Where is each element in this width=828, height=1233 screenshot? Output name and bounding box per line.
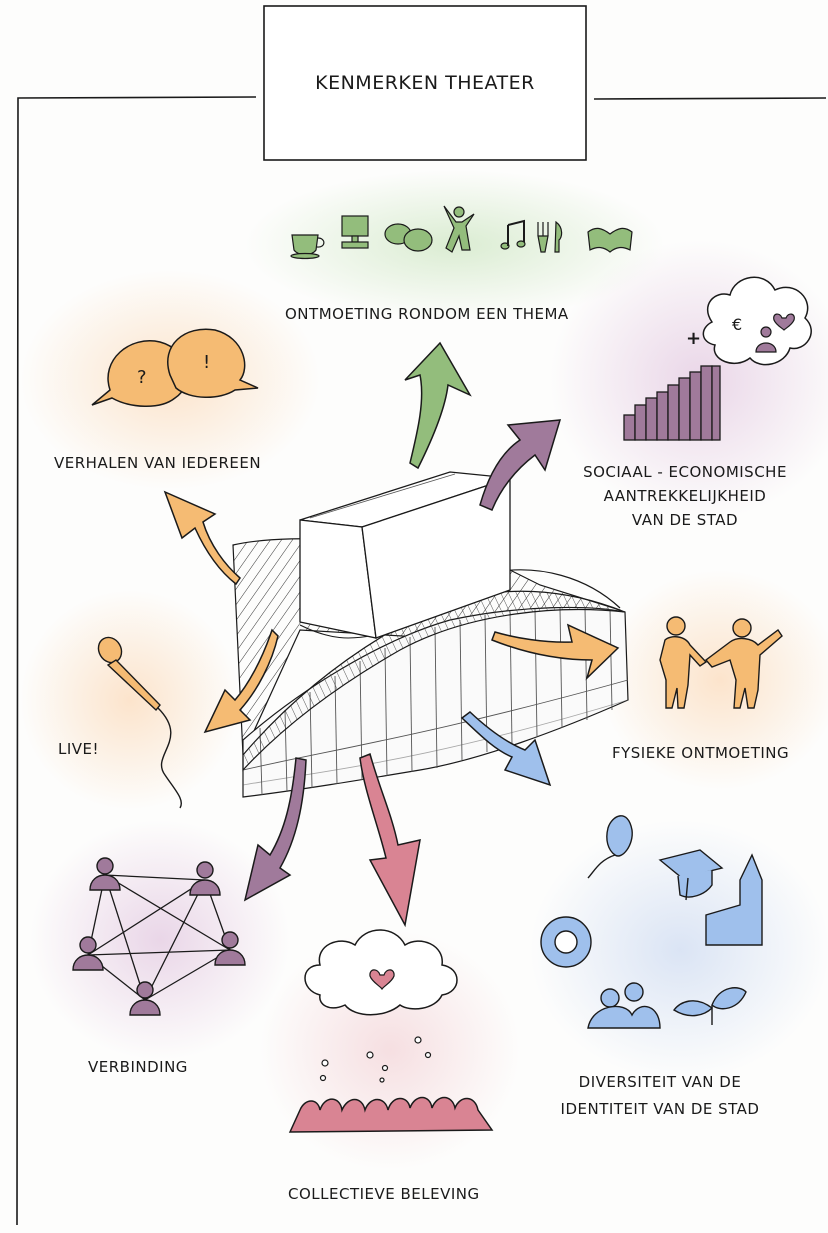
- label-line: IDENTITEIT VAN DE STAD: [560, 1100, 760, 1118]
- stories-bubbles: [91, 328, 259, 407]
- handshake-people-icon: [659, 616, 783, 709]
- label-line: DIVERSITEIT VAN DE: [578, 1073, 742, 1091]
- plus-glyph: +: [686, 328, 702, 349]
- arrow-orange-left: [163, 490, 241, 586]
- label-live: LIVE!: [58, 740, 100, 758]
- title-box: [263, 5, 587, 161]
- heart-icon: [369, 969, 395, 991]
- heart-icon: [773, 313, 795, 331]
- arrow-blue: [460, 711, 552, 787]
- network-person-icon: [214, 931, 246, 966]
- label-collective: COLLECTIEVE BELEVING: [288, 1185, 480, 1203]
- graduation-cap-icon: [658, 849, 724, 901]
- label-line: VAN DE STAD: [631, 511, 739, 529]
- label-connection: VERBINDING: [88, 1058, 188, 1076]
- person-icon: [755, 326, 777, 353]
- label-physical-meeting: FYSIEKE ONTMOETING: [612, 744, 790, 762]
- thought-dots: [319, 1036, 432, 1083]
- theme-icons-row: [290, 205, 633, 260]
- thought-cloud-collective: [304, 929, 458, 1016]
- arrow-purple-top: [479, 419, 562, 511]
- label-line: AANTREKKELIJKHEID: [603, 487, 767, 505]
- frame-line: [593, 97, 827, 100]
- label-diversity: DIVERSITEIT VAN DE IDENTITEIT VAN DE STA…: [530, 1073, 790, 1118]
- network-person-icon: [72, 936, 104, 971]
- arrow-purple-bottom: [243, 757, 307, 902]
- glow-orange-live: [20, 590, 240, 810]
- question-mark-glyph: ?: [137, 367, 148, 388]
- network-person-icon: [129, 981, 161, 1016]
- audience-icon: [288, 1096, 494, 1133]
- label-line: SOCIAAL - ECONOMISCHE: [583, 463, 787, 481]
- computer-icon: [341, 215, 369, 249]
- frame-line: [16, 96, 257, 1226]
- exclamation-glyph: !: [203, 352, 211, 373]
- page-title: KENMERKEN THEATER: [315, 72, 535, 94]
- arrow-green: [404, 341, 472, 470]
- book-icon: [587, 227, 633, 253]
- economy-bars-icon: [623, 365, 721, 441]
- label-stories: VERHALEN VAN IEDEREEN: [54, 454, 262, 472]
- gear-icon: [540, 916, 592, 968]
- sprout-icon: [672, 987, 747, 1025]
- arrow-orange-right: [491, 623, 620, 681]
- cutlery-icon: [537, 220, 563, 253]
- network-person-icon: [189, 861, 221, 896]
- arrow-orange-live: [203, 628, 279, 734]
- theater-mask-icon: [587, 815, 633, 879]
- speech-bubbles-icon: [384, 223, 433, 252]
- euro-glyph: €: [732, 315, 743, 334]
- people-pair-icon: [587, 982, 661, 1029]
- thought-cloud-economy: [702, 276, 812, 366]
- label-socio-economic: SOCIAAL - ECONOMISCHE AANTREKKELIJKHEID …: [555, 463, 815, 529]
- microphone-icon: [97, 636, 182, 809]
- label-meeting-theme: ONTMOETING RONDOM EEN THEMA: [285, 305, 569, 323]
- exclamation-bubble-icon: [167, 328, 259, 398]
- theater-building: [232, 471, 629, 798]
- dancer-icon: [443, 205, 475, 253]
- church-icon: [705, 853, 763, 946]
- network-person-icon: [89, 857, 121, 891]
- coffee-cup-icon: [290, 234, 325, 260]
- diversity-icons: [540, 815, 763, 1029]
- glow-purple-connection: [30, 820, 290, 1060]
- arrow-pink: [359, 752, 421, 928]
- network-icon: [72, 857, 246, 1016]
- music-notes-icon: [500, 219, 526, 250]
- glow-orange-physical: [600, 570, 828, 790]
